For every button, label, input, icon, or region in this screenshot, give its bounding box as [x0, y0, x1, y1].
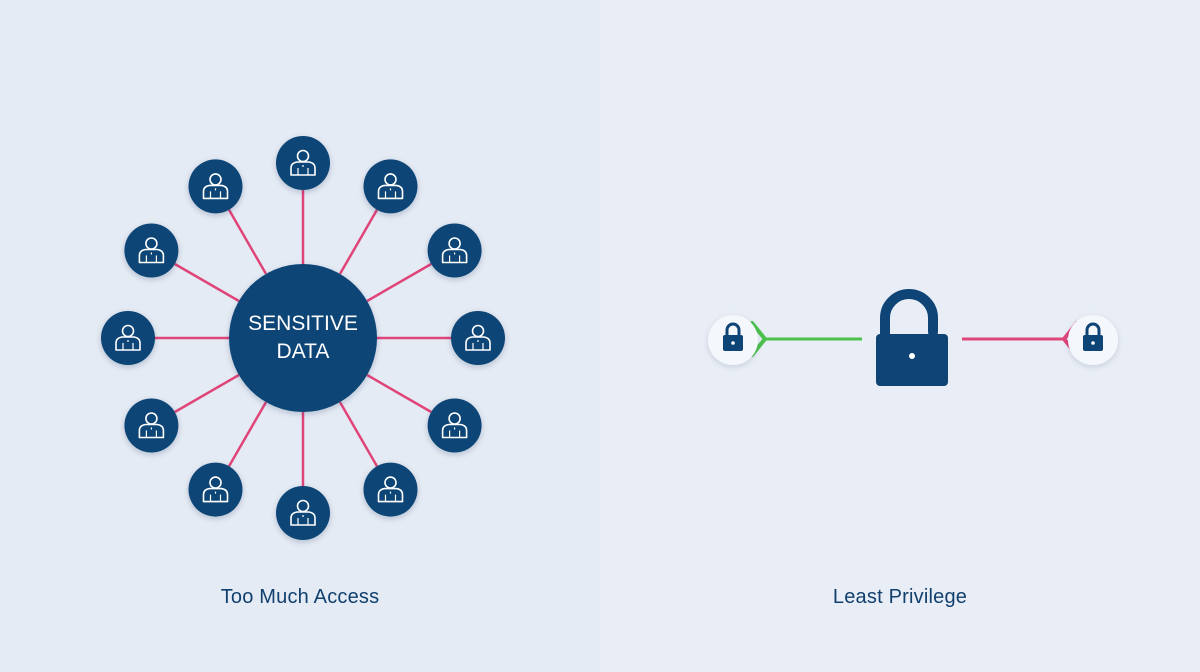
- person-icon: [101, 311, 155, 365]
- person-icon: [188, 159, 243, 214]
- access-connector: [338, 209, 379, 275]
- too-much-access-caption: Too Much Access: [220, 586, 380, 608]
- access-connector: [338, 401, 379, 467]
- access-connector: [227, 209, 268, 275]
- access-connectors: [155, 190, 451, 486]
- access-connector: [174, 262, 240, 303]
- access-connector: [227, 401, 268, 467]
- user-nodes: [101, 136, 505, 540]
- allowed-bracket: [750, 321, 768, 357]
- person-icon: [451, 311, 505, 365]
- small-lock-icon: [1068, 315, 1118, 365]
- person-icon: [276, 486, 330, 540]
- person-icon: [427, 223, 482, 278]
- least-privilege-caption: Least Privilege: [832, 586, 968, 608]
- person-icon: [427, 398, 482, 453]
- person-icon: [124, 398, 179, 453]
- access-connector: [366, 262, 432, 303]
- small-lock-icon: [708, 315, 758, 365]
- person-icon: [363, 462, 418, 517]
- open-padlock-icon: [876, 289, 948, 386]
- access-connector: [174, 373, 240, 414]
- person-icon: [124, 223, 179, 278]
- sensitive-data-label-line1: SENSITIVE: [248, 312, 358, 335]
- sensitive-data-label: SENSITIVE DATA: [229, 264, 377, 412]
- person-icon: [276, 136, 330, 190]
- sensitive-data-label-line2: DATA: [276, 340, 330, 363]
- person-icon: [363, 159, 418, 214]
- access-connector: [366, 373, 432, 414]
- sensitive-data-node: [229, 264, 377, 412]
- person-icon: [188, 462, 243, 517]
